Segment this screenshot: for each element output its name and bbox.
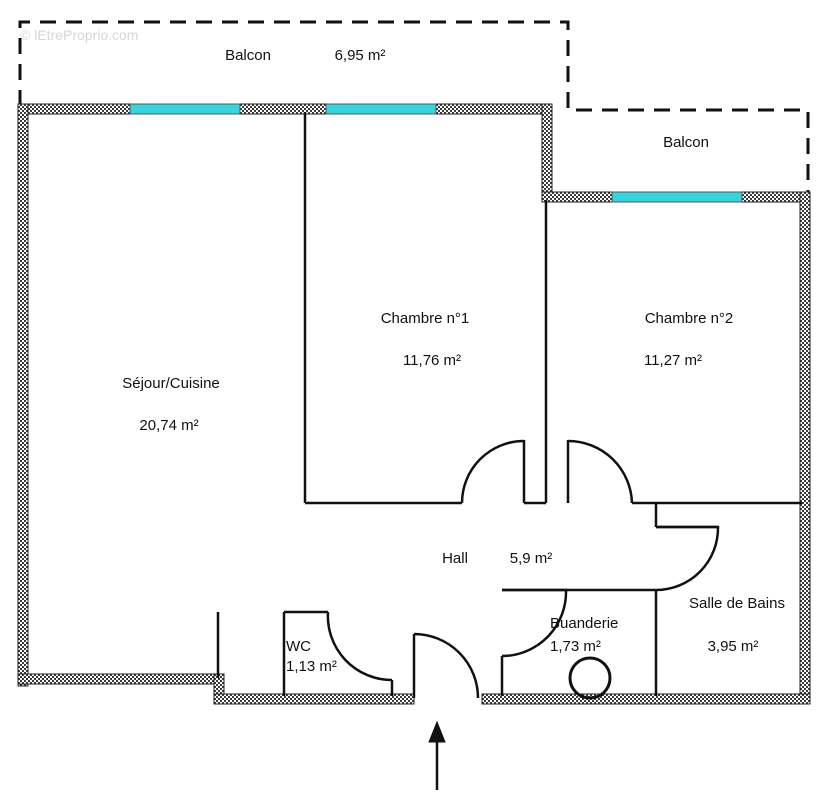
wall-top-left	[19, 103, 553, 115]
watermark: © lEtreProprio.com	[20, 27, 138, 43]
door-buanderie	[501, 588, 568, 658]
door-entrance	[412, 632, 480, 699]
sejour-area: 20,74 m²	[139, 417, 198, 434]
chambre1-name: Chambre n°1	[381, 310, 470, 327]
chambre1-area: 11,76 m²	[403, 352, 461, 369]
chambre2-name: Chambre n°2	[645, 310, 734, 327]
chambre2-area: 11,27 m²	[644, 352, 702, 369]
wc-area: 1,13 m²	[286, 658, 337, 675]
door-chambre2	[567, 439, 634, 504]
washing-machine-icon	[568, 656, 612, 700]
window-chambre2	[611, 191, 743, 203]
balcon-top-name: Balcon	[225, 47, 271, 64]
balcon-top-area: 6,95 m²	[335, 47, 386, 64]
wall-bottom-right	[481, 693, 811, 705]
window-sejour	[129, 103, 241, 115]
room-labels: Balcon 6,95 m² Balcon Chambre n°1 11,76 …	[122, 47, 785, 675]
wc-name: WC	[286, 638, 311, 655]
sejour-name: Séjour/Cuisine	[122, 375, 220, 392]
entrance-arrow-icon	[428, 720, 446, 790]
door-salle-de-bains	[655, 525, 720, 592]
buanderie-name: Buanderie	[550, 615, 618, 632]
salle-de-bains-area: 3,95 m²	[708, 638, 759, 655]
wall-bottom-middle	[213, 693, 415, 705]
windows	[129, 103, 743, 203]
salle-de-bains-name: Salle de Bains	[689, 595, 785, 612]
wall-right	[799, 191, 811, 705]
doors	[326, 439, 720, 699]
balcony-outlines	[18, 20, 810, 196]
window-chambre1	[325, 103, 437, 115]
hall-name: Hall	[442, 550, 468, 567]
wall-step-vertical	[541, 103, 553, 203]
buanderie-area: 1,73 m²	[550, 638, 601, 655]
door-chambre1	[460, 439, 525, 504]
door-wc	[326, 611, 393, 682]
wall-bottom-left	[17, 673, 225, 685]
balcony-top-outline	[18, 20, 810, 196]
wall-left	[17, 103, 29, 687]
balcon-right-name: Balcon	[663, 134, 709, 151]
hall-area: 5,9 m²	[510, 550, 553, 567]
